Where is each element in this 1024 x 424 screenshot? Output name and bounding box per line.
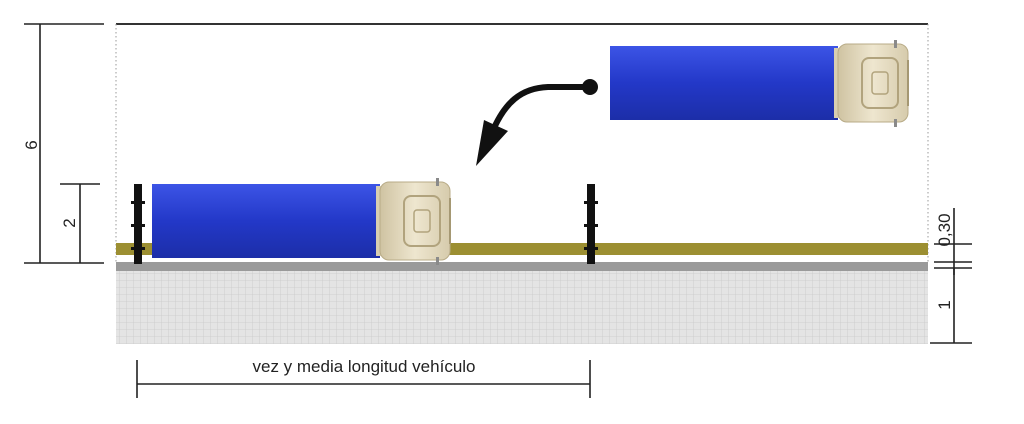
dimension-sidewalk-label: 1 [935, 300, 954, 309]
truck-maneuvering-icon [610, 40, 909, 127]
dimension-total-height-label: 6 [22, 140, 41, 149]
reverse-arrow-icon [476, 79, 598, 166]
dimension-length: vez y media longitud vehículo [136, 357, 591, 398]
dimension-line-width: 0,30 [934, 208, 972, 275]
bollard-post-left-icon [131, 184, 145, 264]
road-area [115, 23, 929, 262]
dimension-total-height: 6 [22, 23, 104, 264]
dimension-length-caption: vez y media longitud vehículo [252, 357, 475, 376]
dimension-line-width-label: 0,30 [935, 213, 954, 246]
curb-stone [116, 262, 928, 271]
sidewalk [116, 271, 928, 344]
dimension-truck-zone: 2 [60, 183, 100, 263]
dimension-sidewalk: 1 [930, 267, 972, 344]
dimension-truck-zone-label: 2 [60, 218, 79, 227]
bollard-post-right-icon [584, 184, 598, 264]
truck-parked-icon [152, 178, 451, 265]
